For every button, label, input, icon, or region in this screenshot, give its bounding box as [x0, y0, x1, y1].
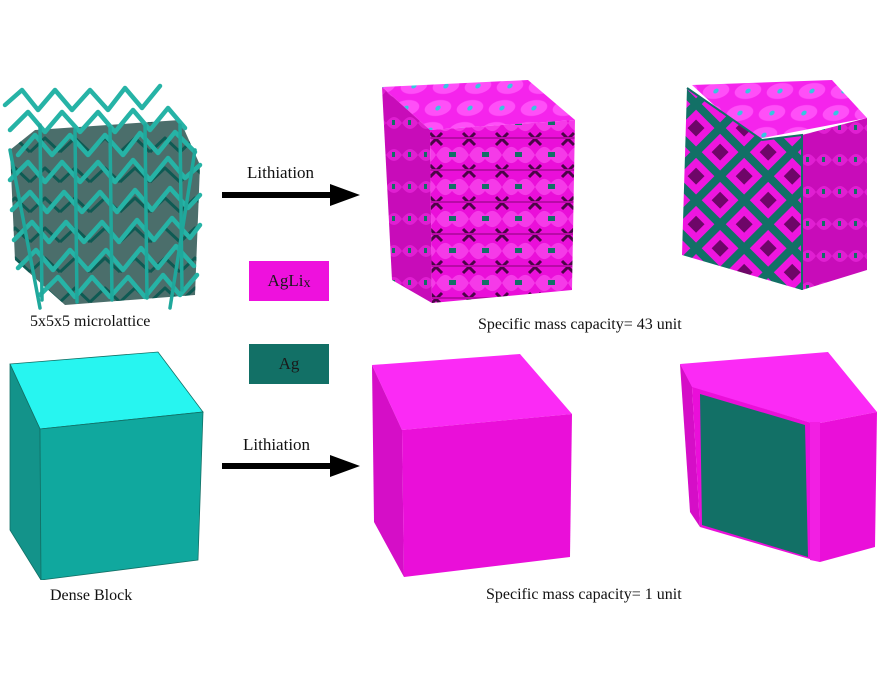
lithiation-arrow-label-bottom: Lithiation — [243, 435, 311, 454]
capacity-caption-dense: Specific mass capacity= 1 unit — [486, 586, 682, 603]
dense-block-label: Dense Block — [50, 587, 133, 604]
lithiation-arrow-icon — [222, 455, 362, 477]
dense-block-illustration — [8, 350, 213, 580]
lithiated-lattice-cross-section — [672, 80, 877, 305]
lithiated-dense-block-cross-section — [680, 352, 880, 582]
lithiation-arrow-label-top: Lithiation — [247, 163, 315, 182]
microlattice-illustration — [0, 70, 215, 310]
legend-label-aglix-subscript: x — [303, 276, 311, 291]
legend-label-ag: Ag — [278, 354, 300, 373]
lithiated-dense-block — [372, 352, 577, 582]
lithiation-arrow-icon — [222, 184, 362, 206]
legend-swatch-ag: Ag — [249, 344, 329, 384]
microlattice-label: 5x5x5 microlattice — [30, 313, 151, 330]
lithiated-lattice-cube — [370, 75, 590, 305]
capacity-caption-lattice: Specific mass capacity= 43 unit — [478, 316, 682, 333]
legend-label-aglix: AgLi — [267, 271, 304, 290]
